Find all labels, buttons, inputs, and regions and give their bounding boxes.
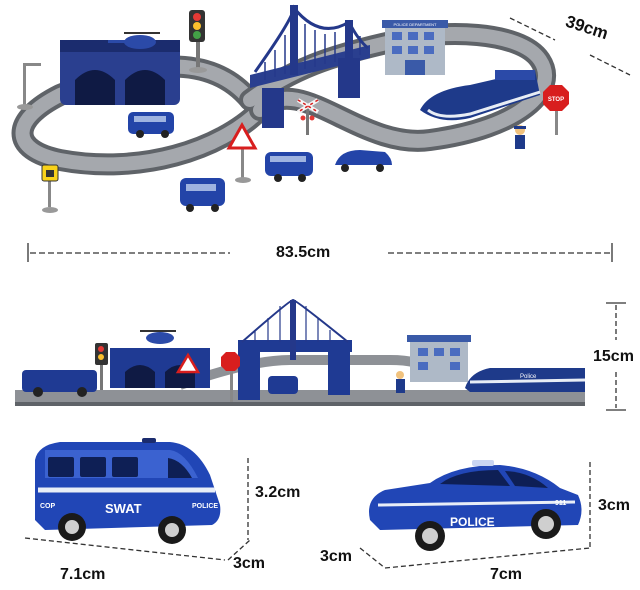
police-figure (514, 125, 526, 149)
height-dimension-line (606, 302, 626, 411)
side-police-van (268, 376, 298, 394)
suspension-bridge (250, 4, 370, 128)
railroad-crossing (296, 98, 320, 135)
level-crossing-sign (41, 164, 59, 213)
police-car-closeup: POLICE 911 (369, 460, 582, 551)
swat-van-closeup: SWAT POLICE COP (35, 438, 221, 544)
side-swat-van (22, 370, 97, 397)
swat-dimension-lines (24, 458, 251, 561)
police-car-number: 911 (555, 500, 566, 507)
depth-dimension-line (509, 17, 631, 76)
tunnel (60, 40, 180, 105)
station-sign-text: POLICE DEPARTMENT (394, 22, 438, 27)
police-height-label: 3cm (598, 497, 631, 514)
length-dimension-line (27, 243, 613, 262)
bullet-train (420, 70, 541, 121)
traffic-light (189, 10, 207, 73)
stop-sign: STOP (543, 85, 569, 135)
swat-height-label: 3.2cm (255, 484, 301, 501)
height-label-side: 15cm (593, 348, 634, 365)
helicopter (108, 32, 160, 49)
side-bridge (238, 298, 352, 400)
cop-plate-text: COP (40, 503, 56, 510)
swat-van-top-2 (180, 178, 225, 212)
police-car-dimension-lines (359, 462, 591, 569)
police-van-top (265, 152, 313, 182)
side-tunnel (110, 330, 210, 388)
swat-length-label: 7.1cm (60, 566, 106, 583)
police-depth-label: 3cm (320, 548, 353, 565)
swat-depth-label: 3cm (233, 555, 266, 572)
side-police-station (407, 335, 471, 382)
side-traffic-light (95, 343, 108, 390)
side-police-figure (396, 371, 405, 393)
police-station: POLICE DEPARTMENT (382, 20, 448, 75)
swat-police-text: POLICE (192, 503, 218, 510)
police-car-side-text: POLICE (450, 515, 495, 529)
train-text: Police (520, 374, 537, 380)
stop-sign-text: STOP (548, 97, 564, 103)
swat-van-top-1 (128, 112, 174, 138)
side-stop-sign (221, 352, 240, 402)
police-length-label: 7cm (490, 566, 523, 583)
side-train: Police (465, 368, 586, 392)
swat-side-text: SWAT (105, 501, 142, 516)
side-warning-sign (175, 352, 201, 374)
warning-sign (226, 121, 258, 183)
street-lamp (17, 63, 41, 110)
police-car-top (335, 150, 392, 172)
length-label-top: 83.5cm (276, 244, 331, 261)
